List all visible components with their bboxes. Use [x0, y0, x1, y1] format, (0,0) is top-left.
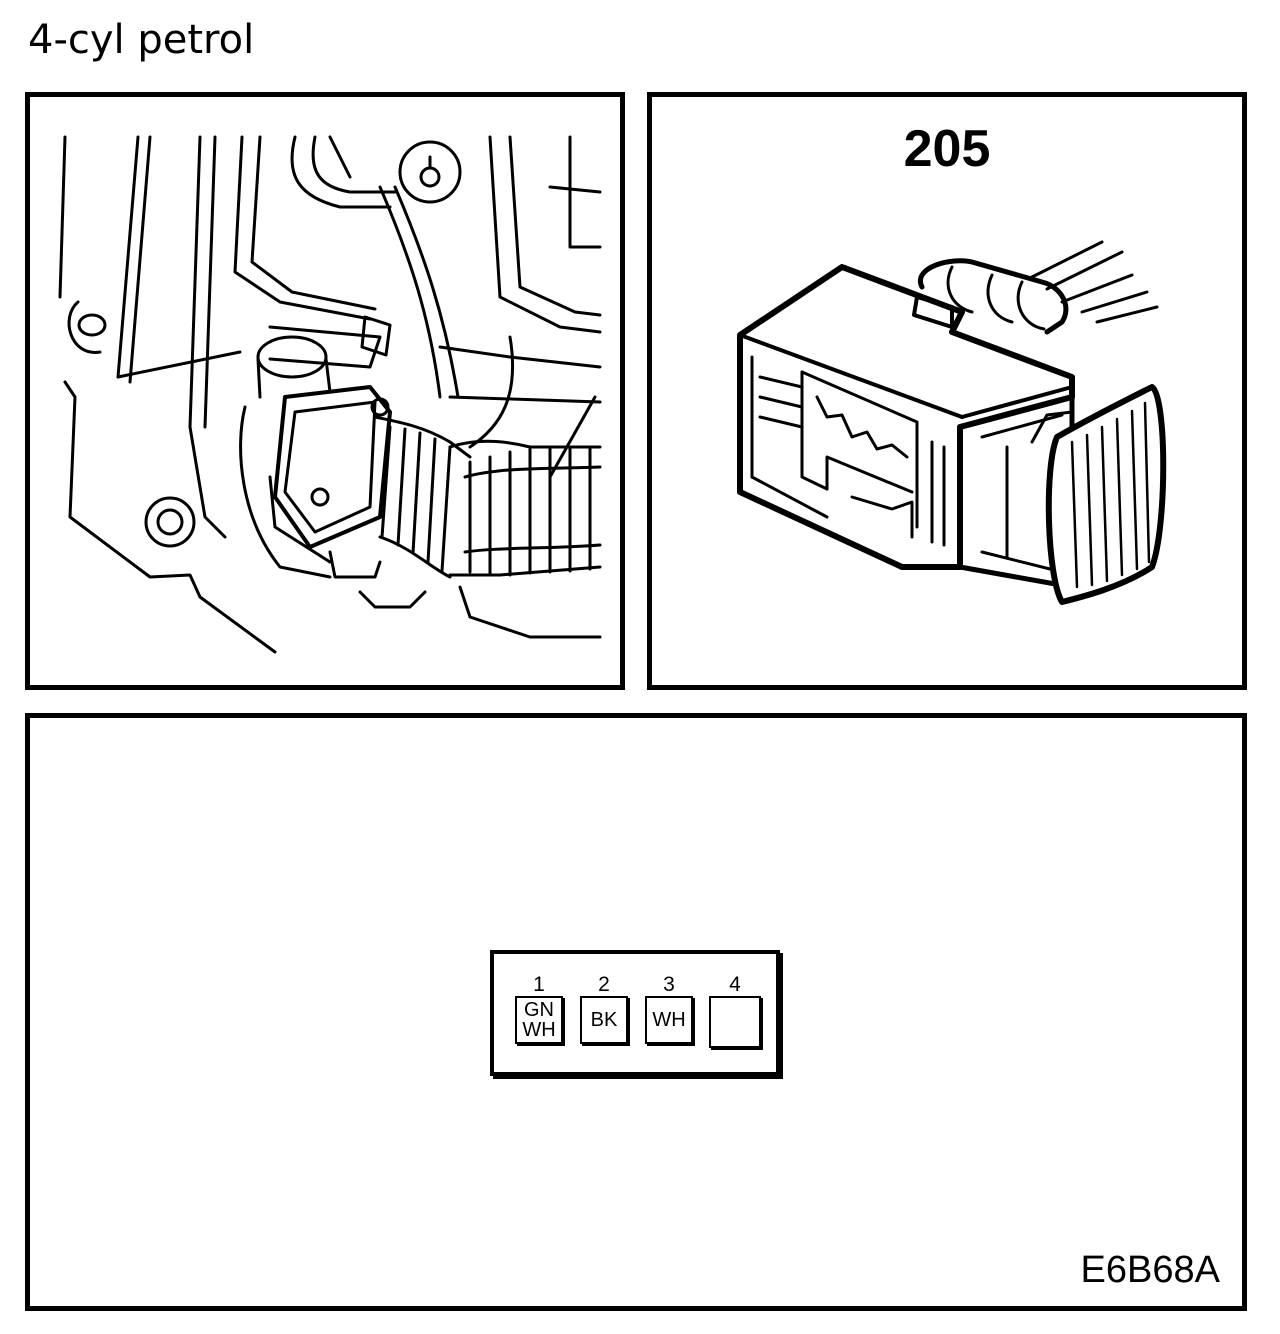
page-title: 4-cyl petrol	[28, 17, 255, 63]
wire-color: GN	[524, 999, 554, 1021]
pin-3: 3 WH	[642, 974, 696, 1044]
pin-2: 2 BK	[577, 974, 631, 1044]
wire-color: BK	[590, 1009, 618, 1031]
pin-cavity: BK	[580, 996, 628, 1044]
pinout-panel: 1 GN WH 2 BK 3 WH 4 E6B68A	[25, 713, 1247, 1311]
pin-number: 1	[533, 973, 545, 996]
wire-color: WH	[652, 1009, 686, 1031]
figure-code: E6B68A	[1080, 1249, 1220, 1291]
pin-cavity	[709, 996, 761, 1048]
pin-number: 4	[729, 973, 741, 996]
connector-number: 205	[903, 120, 991, 178]
location-illustration-panel	[25, 92, 625, 690]
wire-color: WH	[522, 1019, 556, 1041]
pin-cavity: GN WH	[515, 996, 563, 1044]
pin-1: 1 GN WH	[512, 974, 566, 1044]
engine-location-drawing	[58, 135, 602, 654]
connector-illustration-panel: 205	[647, 92, 1247, 690]
pin-4: 4	[708, 974, 762, 1048]
pin-number: 2	[598, 973, 610, 996]
pin-number: 3	[663, 973, 675, 996]
pin-cavity: WH	[645, 996, 693, 1044]
connector-face: 1 GN WH 2 BK 3 WH 4	[490, 950, 780, 1076]
connector-drawing	[737, 240, 1167, 605]
